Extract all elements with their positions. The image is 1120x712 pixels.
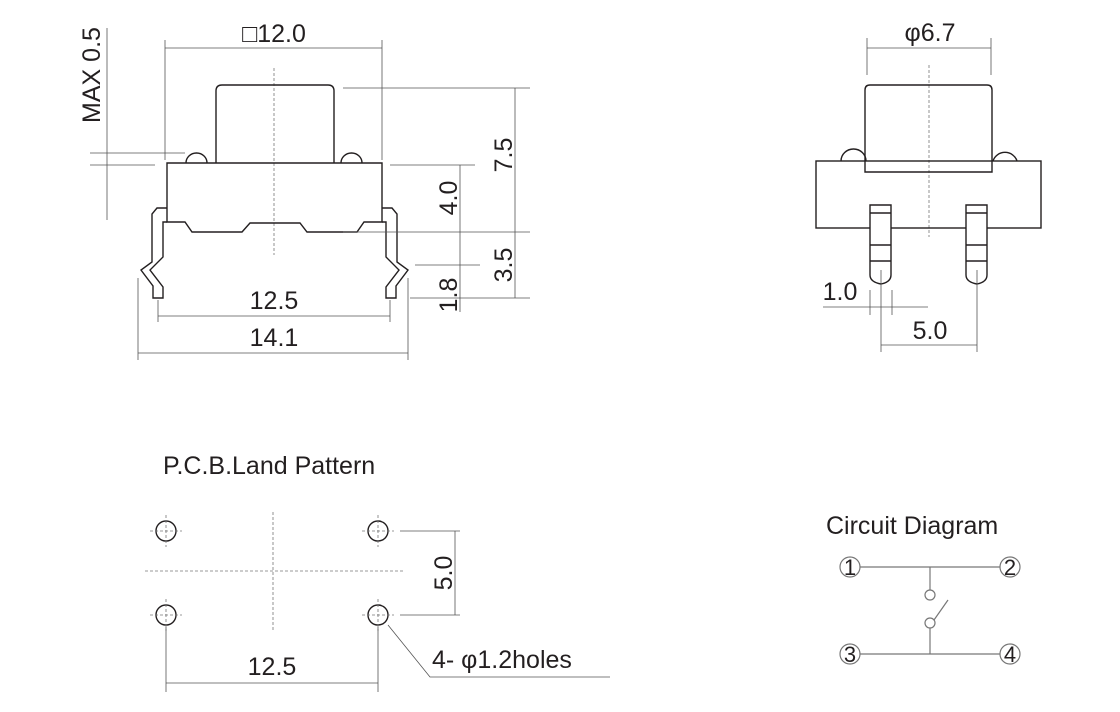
bump-left [840,148,867,162]
lead-tip-label: 1.8 [435,278,463,313]
width-dimension-label: □12.0 [242,20,306,48]
hole [150,599,182,631]
pin-2-label: 2 [1004,555,1016,580]
contact-top [924,589,936,601]
bump-left [185,152,208,164]
pin-4: 4 [999,642,1021,667]
cap-diameter-label: φ6.7 [905,19,956,47]
pin-4-label: 4 [1004,642,1016,667]
max-height-label: MAX 0.5 [78,27,106,123]
side-view: φ6.7 1.0 5.0 [815,19,1042,352]
contact-bottom [924,617,936,629]
land-pattern-title: P.C.B.Land Pattern [163,452,375,480]
hole [362,599,394,631]
lead-height-label: 3.5 [490,248,518,283]
hole [150,515,182,547]
total-height-label: 7.5 [490,138,518,173]
pin-2: 2 [999,555,1021,580]
lead-left [140,207,167,299]
switch-body [166,162,383,233]
pin-pitch-label: 5.0 [913,317,948,345]
base [815,160,1042,229]
pin-3: 3 [839,642,861,667]
pin-3-label: 3 [844,642,856,667]
actuator [215,84,335,163]
overall-width-label: 14.1 [250,324,299,352]
pin-1-label: 1 [844,555,856,580]
circuit-diagram: Circuit Diagram 1 2 3 4 [826,512,1021,667]
holes-note: 4- φ1.2holes [432,646,572,674]
lead-right [382,207,409,299]
pin-left [869,204,892,285]
bump-right [992,151,1018,162]
body-height-label: 4.0 [435,181,463,216]
pin-1: 1 [839,555,861,580]
hole [362,515,394,547]
pitch-label: 12.5 [250,287,299,315]
pin-width-label: 1.0 [823,278,858,306]
bump-right [340,152,363,164]
land-pattern: P.C.B.Land Pattern 5.0 12.5 4- φ1.2holes [145,452,610,692]
cap [864,84,993,173]
horizontal-pitch-label: 12.5 [248,653,297,681]
switch-blade [933,599,949,621]
front-view: □12.0 MAX 0.5 7.5 4.0 3.5 1.8 12.5 14.1 [78,20,530,360]
leader-line [387,624,610,678]
pin-right [965,204,988,285]
vertical-pitch-label: 5.0 [430,556,458,591]
circuit-title: Circuit Diagram [826,512,998,540]
